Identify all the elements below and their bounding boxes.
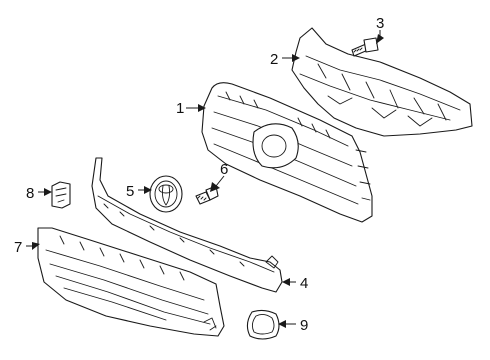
callout-5: 5 (126, 183, 134, 200)
part-3-bolt (351, 37, 379, 57)
arrow-3 (376, 34, 384, 44)
part-1-radiator-grille (201, 82, 373, 223)
callout-9: 9 (300, 317, 308, 334)
leader-6 (215, 175, 225, 187)
arrow-4 (282, 278, 290, 286)
arrow-9 (278, 320, 286, 328)
part-8-retainer-clip (51, 181, 71, 209)
part-4-lower-trim (91, 157, 283, 293)
part-9-emblem-frame (246, 309, 280, 340)
arrow-6 (210, 182, 220, 192)
arrow-2 (292, 54, 300, 62)
callout-2: 2 (270, 51, 278, 68)
part-5-emblem (149, 175, 183, 213)
leader-lines (26, 30, 384, 328)
arrow-7 (32, 242, 40, 250)
callout-3: 3 (376, 15, 384, 32)
callout-labels: 1 2 3 4 5 6 7 8 9 (14, 15, 384, 334)
part-2-grille-bracket (291, 27, 473, 137)
arrow-8 (44, 188, 52, 196)
callout-6: 6 (220, 161, 228, 178)
callout-7: 7 (14, 239, 22, 256)
callout-1: 1 (176, 100, 184, 117)
arrow-1 (198, 104, 206, 112)
arrow-5 (144, 186, 152, 194)
part-7-lower-grille-panel (37, 227, 225, 337)
callout-8: 8 (26, 185, 34, 202)
callout-4: 4 (300, 275, 308, 292)
